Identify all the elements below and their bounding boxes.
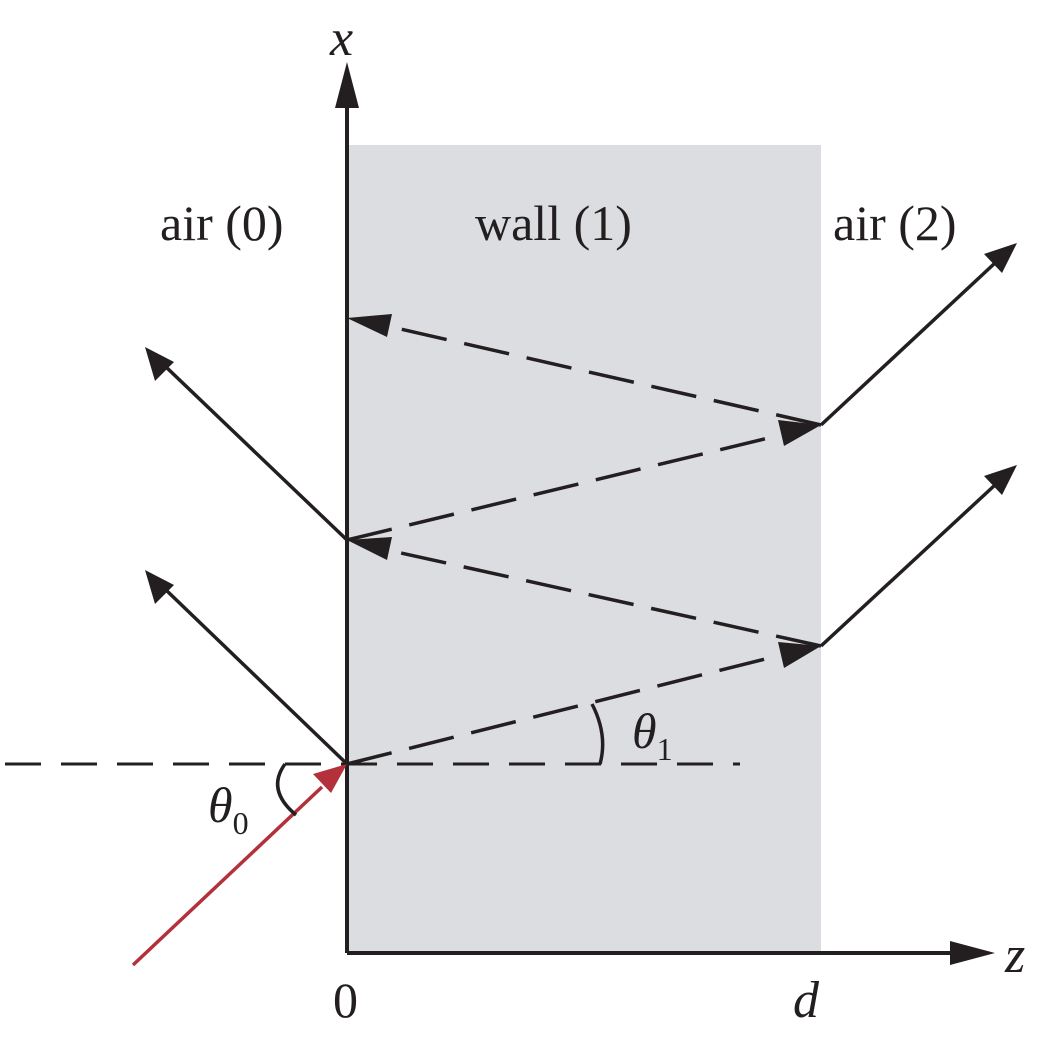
reflected-ray-1 <box>164 588 349 766</box>
wall-slab <box>347 145 821 953</box>
region-label-air-0: air (0) <box>160 195 284 251</box>
theta1-subscript: 1 <box>657 731 673 767</box>
internal-ray-2 <box>382 547 822 648</box>
reflected-ray-2-arrowhead <box>145 347 174 381</box>
internal-ray-4 <box>382 323 822 427</box>
z-axis-arrowhead <box>950 941 995 965</box>
transmitted-ray-2-arrowhead <box>984 243 1017 273</box>
internal-ray-1 <box>346 652 786 766</box>
theta1-label: θ1 <box>632 703 673 767</box>
internal-ray-3 <box>346 432 786 542</box>
theta1-angle-arc <box>590 703 605 765</box>
reflected-ray-2 <box>164 365 349 542</box>
internal-ray-2-arrowhead <box>347 537 392 560</box>
thickness-label: d <box>793 972 820 1029</box>
origin-label: 0 <box>333 972 358 1028</box>
incident-ray-arrowhead <box>313 764 347 793</box>
incident-ray <box>131 785 324 967</box>
transmitted-ray-2 <box>819 261 997 427</box>
theta0-subscript: 0 <box>233 805 249 841</box>
x-axis-arrowhead <box>335 62 359 108</box>
region-label-wall-1: wall (1) <box>475 195 632 251</box>
transmitted-ray-1 <box>819 483 997 648</box>
reflected-ray-1-arrowhead <box>145 570 174 604</box>
theta0-symbol: θ <box>208 777 233 833</box>
region-label-air-2: air (2) <box>833 195 957 251</box>
z-axis-label: z <box>1004 927 1025 984</box>
internal-ray-4-arrowhead <box>347 314 392 337</box>
theta0-label: θ0 <box>208 777 249 841</box>
transmitted-ray-1-arrowhead <box>984 465 1017 495</box>
internal-ray-3-arrowhead <box>778 420 821 446</box>
theta1-symbol: θ <box>632 703 657 759</box>
x-axis-label: x <box>329 10 353 67</box>
theta0-angle-arc <box>276 762 298 817</box>
internal-ray-1-arrowhead <box>778 642 821 668</box>
